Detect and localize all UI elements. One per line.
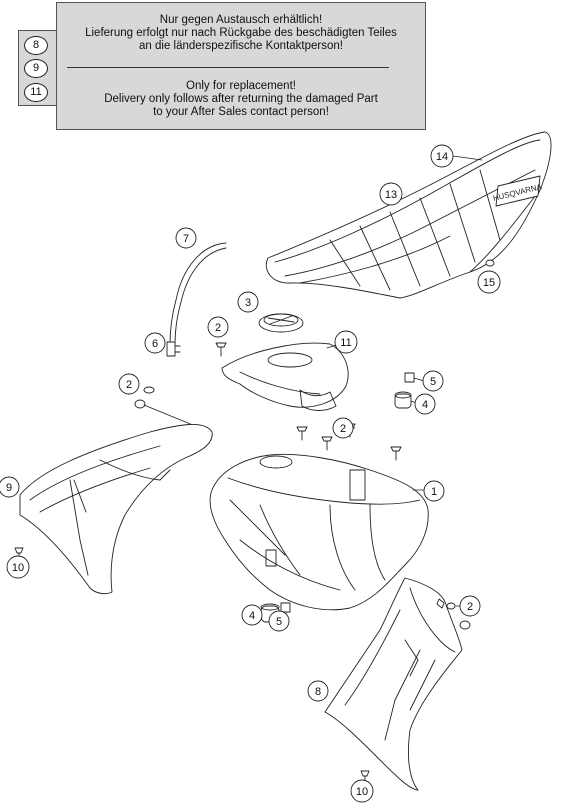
screw-part [360, 770, 370, 784]
callout-3: 3 [237, 291, 259, 313]
callout-4: 4 [241, 604, 263, 626]
replacement-notice-box: Nur gegen Austausch erhältlich! Lieferun… [56, 2, 426, 130]
callout-circle [118, 373, 140, 395]
callout-circle [307, 680, 329, 702]
callout-5: 5 [268, 610, 290, 632]
callout-circle [430, 144, 454, 168]
left-shroud-part [19, 423, 213, 595]
notice-divider [67, 67, 389, 68]
callout-number: 2 [467, 601, 473, 613]
callout-7: 7 [175, 227, 197, 249]
fuel-cap-part [258, 313, 304, 333]
callout-circle [332, 417, 354, 439]
callout-number: 5 [276, 616, 282, 628]
notice-line: Only for replacement! [186, 80, 296, 92]
callout-number: 5 [430, 376, 436, 388]
breather-hose-part [169, 242, 227, 345]
callout-number: 13 [385, 189, 397, 201]
notice-legend-column: 8 9 11 [18, 30, 56, 106]
hose-clip-part [166, 341, 181, 357]
notice-line: Nur gegen Austausch erhältlich! [159, 14, 323, 26]
callout-circle [350, 779, 374, 803]
screw-part [485, 259, 495, 267]
callout-2: 2 [207, 316, 229, 338]
callout-circle [237, 291, 259, 313]
callout-circle [414, 393, 436, 415]
callout-number: 2 [340, 423, 346, 435]
screw-part [390, 446, 402, 461]
screw-part [436, 598, 456, 610]
notice-line: an die länderspezifische Kontaktperson! [139, 40, 343, 52]
screw-part [459, 620, 471, 630]
callout-15: 15 [477, 270, 501, 294]
callout-number: 14 [436, 151, 448, 163]
notice-line: to your After Sales contact person! [153, 106, 329, 118]
notice-line: Lieferung erfolgt nur nach Rückgabe des … [85, 27, 397, 39]
callout-11: 11 [334, 330, 358, 354]
screw-part [215, 342, 227, 357]
callout-circle [175, 227, 197, 249]
callout-number: 7 [183, 233, 189, 245]
callout-8: 8 [307, 680, 329, 702]
callout-circle [0, 476, 20, 498]
callout-number: 6 [152, 338, 158, 350]
callout-10: 10 [6, 555, 30, 579]
rubber-bushing-part [394, 391, 412, 409]
tank-cover-part [221, 342, 349, 411]
callout-circle [241, 604, 263, 626]
callout-number: 10 [356, 786, 368, 798]
notice-english-text: Only for replacement! Delivery only foll… [57, 80, 425, 119]
callout-2: 2 [332, 417, 354, 439]
callout-number: 4 [249, 610, 255, 622]
callout-14: 14 [430, 144, 454, 168]
callout-circle [207, 316, 229, 338]
right-shroud-part [324, 577, 463, 791]
callout-circle [423, 480, 445, 502]
callout-number: 8 [315, 686, 321, 698]
callout-number: 1 [431, 486, 437, 498]
callout-5: 5 [422, 370, 444, 392]
legend-number: 9 [24, 59, 48, 78]
callout-6: 6 [144, 332, 166, 354]
callout-circle [379, 182, 403, 206]
legend-number: 8 [24, 36, 48, 55]
callout-4: 4 [414, 393, 436, 415]
callout-number: 2 [215, 322, 221, 334]
callout-circle [422, 370, 444, 392]
callout-1: 1 [423, 480, 445, 502]
callout-2: 2 [459, 595, 481, 617]
callout-number: 11 [340, 337, 351, 349]
notice-german-text: Nur gegen Austausch erhältlich! Lieferun… [57, 14, 425, 53]
notice-line: Delivery only follows after returning th… [104, 93, 378, 105]
legend-number: 11 [24, 83, 48, 102]
callout-number: 3 [245, 297, 251, 309]
callout-9: 9 [0, 476, 20, 498]
callout-10: 10 [350, 779, 374, 803]
nut-part [280, 602, 291, 613]
washer-screw-part [134, 386, 206, 431]
callout-number: 10 [12, 562, 24, 574]
callout-circle [144, 332, 166, 354]
screw-part [296, 426, 308, 441]
callout-circle [459, 595, 481, 617]
callout-number: 4 [422, 399, 428, 411]
callout-2: 2 [118, 373, 140, 395]
nut-part [404, 372, 415, 383]
callout-number: 2 [126, 379, 132, 391]
callout-number: 9 [6, 482, 12, 494]
callout-13: 13 [379, 182, 403, 206]
fuel-tank-part [209, 453, 429, 611]
callout-circle [477, 270, 501, 294]
screw-part [321, 436, 333, 451]
seat-part: HUSQVARNA [265, 131, 552, 299]
callout-circle [334, 330, 358, 354]
callout-number: 15 [483, 277, 495, 289]
callout-circle [268, 610, 290, 632]
callout-circle [6, 555, 30, 579]
